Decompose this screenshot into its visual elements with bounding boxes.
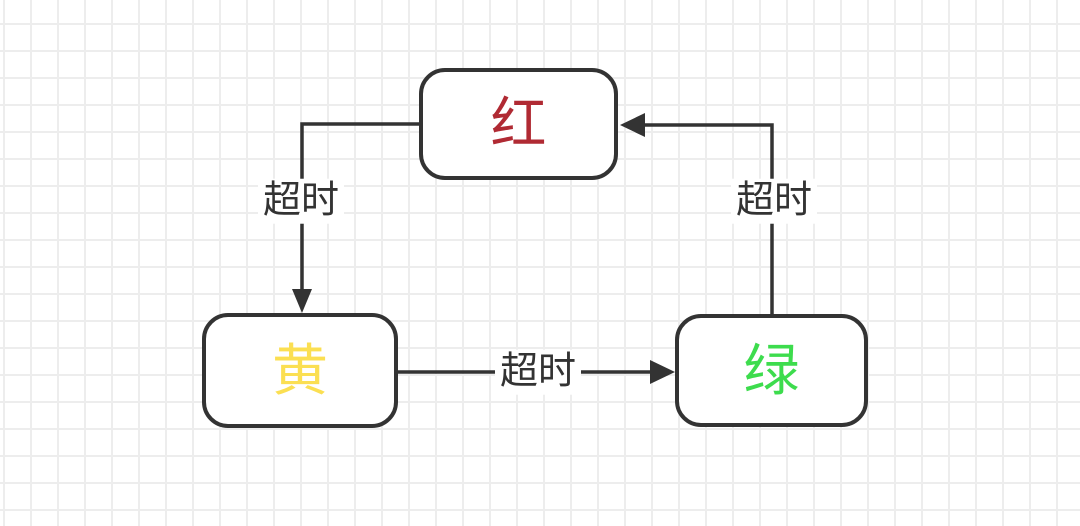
state-label-yellow: 黄 bbox=[272, 338, 328, 402]
edge-green-to-red[interactable] bbox=[620, 113, 774, 314]
state-label-red: 红 bbox=[490, 92, 547, 155]
arrowhead-left-icon bbox=[620, 113, 645, 137]
state-node-yellow[interactable]: 黄 bbox=[202, 313, 398, 428]
arrowhead-down-icon bbox=[292, 289, 312, 313]
state-label-green: 绿 bbox=[743, 338, 800, 402]
edge-label-red-yellow: 超时 bbox=[257, 178, 345, 224]
state-node-red[interactable]: 红 bbox=[419, 68, 618, 180]
edge-label-yellow-green: 超时 bbox=[494, 349, 582, 395]
arrowhead-right-icon bbox=[650, 360, 675, 384]
state-node-green[interactable]: 绿 bbox=[675, 314, 868, 427]
edge-line-green-red[interactable] bbox=[644, 123, 774, 314]
edge-red-to-yellow[interactable] bbox=[292, 122, 419, 313]
edge-label-green-red: 超时 bbox=[730, 178, 818, 224]
edge-line-red-yellow[interactable] bbox=[300, 122, 419, 290]
